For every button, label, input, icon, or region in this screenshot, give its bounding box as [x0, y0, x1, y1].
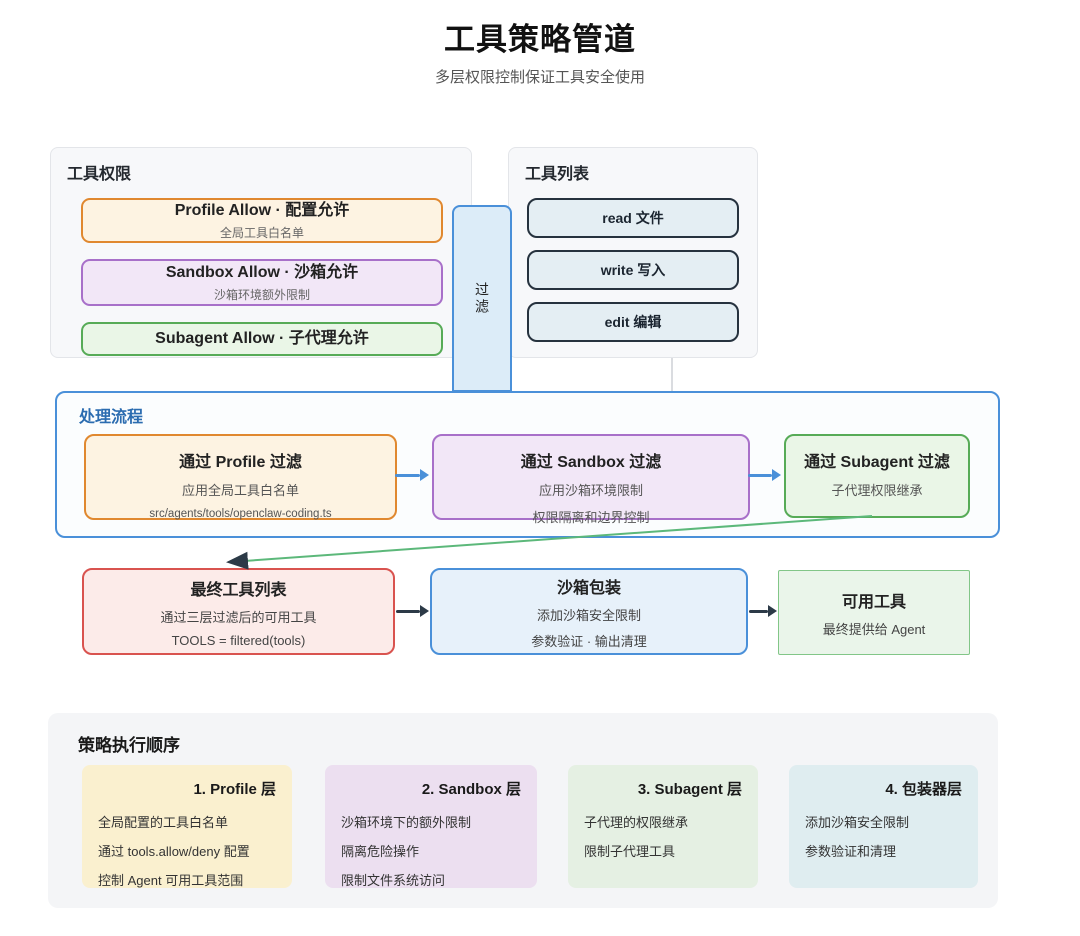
filter-node-label: 过滤	[474, 281, 490, 316]
tool-list-title: 工具列表	[525, 166, 590, 183]
step-sandbox-filter-line2: 权限隔离和边界控制	[532, 510, 650, 525]
tool-permissions-title: 工具权限	[67, 166, 132, 183]
node-subagent-allow-title: Subagent Allow · 子代理允许	[155, 330, 369, 347]
step-profile-filter-line1: 应用全局工具白名单	[181, 483, 299, 498]
process-flow-panel: 处理流程 通过 Profile 过滤 应用全局工具白名单 src/agents/…	[55, 391, 1000, 538]
node-final-tool-list-title: 最终工具列表	[190, 581, 287, 599]
card-subagent-layer-header: 3. Subagent 层	[637, 781, 742, 798]
card-subagent-layer-items: 子代理的权限继承 限制子代理工具	[584, 812, 742, 860]
node-sandbox-wrap-title: 沙箱包装	[556, 579, 621, 597]
tool-permissions-panel: 工具权限 Profile Allow · 配置允许 全局工具白名单 Sandbo…	[50, 147, 472, 358]
step-sandbox-filter-line1: 应用沙箱环境限制	[538, 483, 643, 498]
list-item: 参数验证和清理	[805, 844, 897, 859]
list-item: 限制子代理工具	[584, 844, 676, 859]
step-sandbox-filter: 通过 Sandbox 过滤 应用沙箱环境限制 权限隔离和边界控制	[432, 434, 750, 525]
node-available-tools: 可用工具 最终提供给 Agent	[778, 570, 970, 655]
node-profile-allow: Profile Allow · 配置允许 全局工具白名单	[81, 198, 443, 243]
node-available-tools-line1: 最终提供给 Agent	[822, 621, 926, 637]
node-available-tools-title: 可用工具	[841, 593, 906, 611]
card-wrapper-layer-header: 4. 包装器层	[885, 781, 962, 798]
card-profile-layer: 1. Profile 层 全局配置的工具白名单 通过 tools.allow/d…	[82, 765, 292, 888]
step-subagent-filter: 通过 Subagent 过滤 子代理权限继承	[784, 434, 970, 518]
card-sandbox-layer-items: 沙箱环境下的额外限制 隔离危险操作 限制文件系统访问	[341, 812, 521, 889]
node-profile-allow-subtitle: 全局工具白名单	[219, 225, 304, 240]
node-tool-edit: edit 编辑	[527, 302, 739, 342]
card-profile-layer-items: 全局配置的工具白名单 通过 tools.allow/deny 配置 控制 Age…	[98, 812, 276, 889]
page-subtitle: 多层权限控制保证工具安全使用	[434, 69, 645, 86]
node-sandbox-wrap: 沙箱包装 添加沙箱安全限制 参数验证 · 输出清理	[430, 568, 748, 655]
node-sandbox-allow: Sandbox Allow · 沙箱允许 沙箱环境额外限制	[81, 259, 443, 306]
node-sandbox-wrap-line1: 添加沙箱安全限制	[536, 607, 641, 623]
node-final-tool-list-line1: 通过三层过滤后的可用工具	[160, 609, 317, 625]
node-sandbox-wrap-line2: 参数验证 · 输出清理	[531, 633, 647, 649]
card-subagent-layer: 3. Subagent 层 子代理的权限继承 限制子代理工具	[568, 765, 758, 888]
panel-connector-line	[671, 358, 673, 391]
list-item: 沙箱环境下的额外限制	[341, 815, 472, 830]
list-item: 子代理的权限继承	[584, 815, 689, 830]
page-title: 工具策略管道	[444, 22, 636, 57]
filter-node: 过滤	[452, 205, 512, 392]
policy-order-panel: 策略执行顺序 1. Profile 层 全局配置的工具白名单 通过 tools.…	[48, 713, 998, 908]
arrow-profile-to-sandbox	[395, 467, 429, 483]
step-subagent-filter-line1: 子代理权限继承	[831, 483, 923, 498]
card-wrapper-layer-items: 添加沙箱安全限制 参数验证和清理	[805, 812, 962, 860]
node-subagent-allow: Subagent Allow · 子代理允许	[81, 322, 443, 356]
step-subagent-filter-title: 通过 Subagent 过滤	[804, 454, 950, 471]
arrow-wrap-to-available	[749, 603, 777, 619]
step-profile-filter: 通过 Profile 过滤 应用全局工具白名单 src/agents/tools…	[84, 434, 397, 520]
list-item: 全局配置的工具白名单	[98, 815, 229, 830]
card-sandbox-layer: 2. Sandbox 层 沙箱环境下的额外限制 隔离危险操作 限制文件系统访问	[325, 765, 537, 888]
node-final-tool-list-line2: TOOLS = filtered(tools)	[171, 632, 306, 648]
step-profile-filter-title: 通过 Profile 过滤	[179, 454, 302, 471]
node-tool-read: read 文件	[527, 198, 739, 238]
arrow-sandbox-to-subagent	[748, 467, 781, 483]
list-item: 控制 Agent 可用工具范围	[98, 873, 244, 888]
list-item: 隔离危险操作	[341, 844, 420, 859]
list-item: 通过 tools.allow/deny 配置	[98, 844, 250, 859]
node-final-tool-list: 最终工具列表 通过三层过滤后的可用工具 TOOLS = filtered(too…	[82, 568, 395, 655]
list-item: 添加沙箱安全限制	[805, 815, 910, 830]
arrow-final-to-wrap	[396, 603, 429, 619]
list-item: 限制文件系统访问	[341, 873, 446, 888]
node-profile-allow-title: Profile Allow · 配置允许	[174, 201, 350, 219]
process-flow-title: 处理流程	[79, 409, 144, 426]
card-wrapper-layer: 4. 包装器层 添加沙箱安全限制 参数验证和清理	[789, 765, 978, 888]
node-sandbox-allow-title: Sandbox Allow · 沙箱允许	[165, 263, 359, 281]
card-sandbox-layer-header: 2. Sandbox 层	[421, 781, 521, 798]
tool-list-panel: 工具列表 read 文件 write 写入 edit 编辑	[508, 147, 758, 358]
node-tool-write: write 写入	[527, 250, 739, 290]
card-profile-layer-header: 1. Profile 层	[193, 781, 276, 798]
step-sandbox-filter-title: 通过 Sandbox 过滤	[520, 454, 662, 471]
step-profile-filter-line2: src/agents/tools/openclaw-coding.ts	[149, 508, 332, 520]
node-sandbox-allow-subtitle: 沙箱环境额外限制	[213, 287, 310, 302]
policy-order-title: 策略执行顺序	[78, 736, 180, 755]
